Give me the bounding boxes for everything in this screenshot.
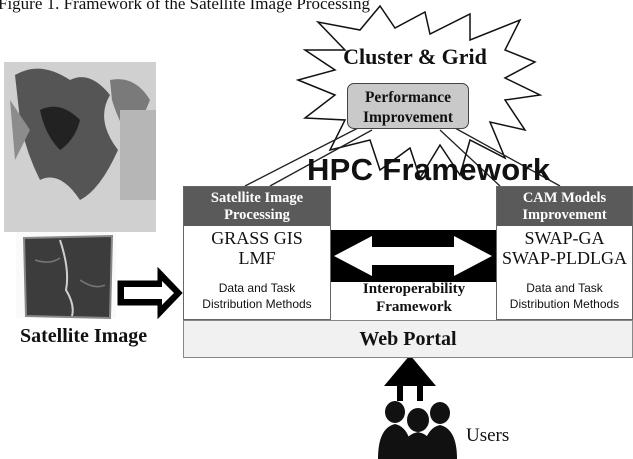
figure-caption: Figure 1. Framework of the Satellite Ima… — [0, 0, 371, 13]
distribution-line-2: Distribution Methods — [509, 297, 620, 311]
satellite-map-image — [4, 62, 156, 232]
cam-models-header: CAM Models Improvement — [497, 187, 632, 226]
users-up-arrow — [384, 355, 436, 401]
distribution-line-2: Distribution Methods — [202, 297, 312, 311]
interoperability-label: Interoperability Framework — [334, 280, 494, 316]
double-arrow — [334, 236, 492, 276]
satellite-scene-image — [16, 232, 116, 320]
connector-line — [454, 127, 561, 187]
model-item: SWAP-PLDLGA — [501, 248, 627, 268]
tool-item: LMF — [238, 248, 276, 268]
distribution-line-1: Data and Task — [218, 281, 296, 295]
users-icon — [378, 401, 457, 459]
connector-line — [269, 129, 373, 187]
connector-line — [244, 127, 359, 187]
interoperability-line-2: Framework — [376, 299, 452, 315]
satellite-header-line-2: Processing — [224, 207, 290, 223]
performance-line-1: Performance — [364, 89, 452, 106]
interoperability-line-1: Interoperability — [362, 281, 466, 297]
performance-line-2: Improvement — [362, 109, 454, 126]
cam-header-line-1: CAM Models — [522, 190, 607, 206]
satellite-processing-panel: Satellite Image Processing GRASS GIS LMF… — [183, 186, 331, 320]
distribution-line-1: Data and Task — [526, 281, 603, 295]
cam-models-panel: CAM Models Improvement SWAP-GA SWAP-PLDL… — [496, 186, 633, 320]
performance-improvement-box: Performance Improvement — [347, 83, 469, 129]
web-portal-bar: Web Portal — [183, 320, 633, 358]
satellite-image-label: Satellite Image — [20, 325, 148, 347]
users-label: Users — [466, 425, 510, 446]
hpc-framework-title: HPC Framework — [307, 152, 551, 187]
model-item: SWAP-GA — [524, 228, 605, 248]
tool-item: GRASS GIS — [211, 228, 303, 248]
cluster-grid-title: Cluster & Grid — [343, 44, 487, 69]
cam-header-line-2: Improvement — [522, 207, 607, 223]
connector-line — [439, 129, 501, 187]
satellite-header-line-1: Satellite Image — [210, 190, 304, 206]
satellite-processing-header: Satellite Image Processing — [184, 187, 330, 226]
